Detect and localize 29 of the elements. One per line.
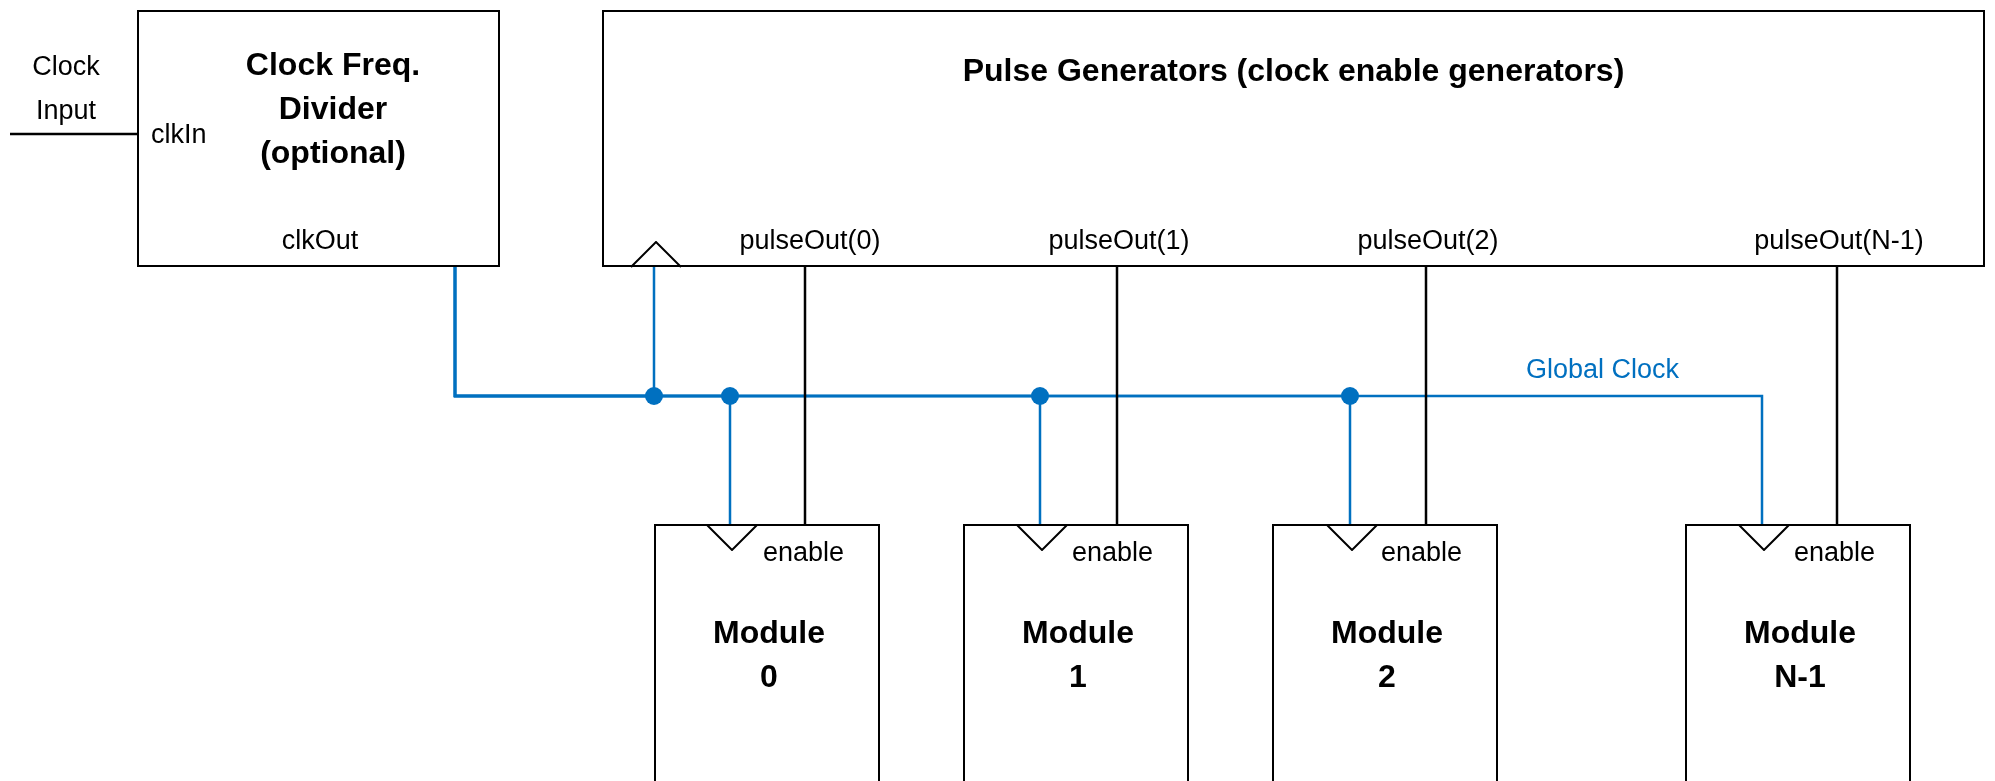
pin-label: pulseOut(1) [1048,224,1190,257]
block-box [602,10,1985,267]
pin-label: pulseOut(2) [1357,224,1499,257]
block-title: Module 1 [1021,613,1135,696]
wire [10,132,137,136]
block-title: Module N-1 [1743,613,1857,696]
module-box [963,524,1189,781]
wire [1835,267,1839,524]
pin-label: pulseOut(0) [739,224,881,257]
module-box [654,524,880,781]
block-box [137,10,500,267]
pin-label: enable [1794,536,1876,569]
block-title: Clock Freq. Divider (optional) [244,45,422,172]
block-title: Pulse Generators (clock enable generators) [961,51,1626,90]
block-title: Module 0 [712,613,826,696]
pin-label: enable [763,536,845,569]
wire [453,267,1764,524]
pin-label: clkIn [151,118,207,151]
block-title: Module 2 [1330,613,1444,696]
pin-label: pulseOut(N-1) [1754,224,1924,257]
pin-label: clkOut [281,224,359,257]
module-box [1272,524,1498,781]
wire [803,267,807,524]
module-box [1685,524,1911,781]
pin-label: enable [1072,536,1154,569]
pin-label: enable [1381,536,1463,569]
input-label: Clock Input [10,44,122,134]
wire [1424,267,1428,524]
wire [1115,267,1119,524]
